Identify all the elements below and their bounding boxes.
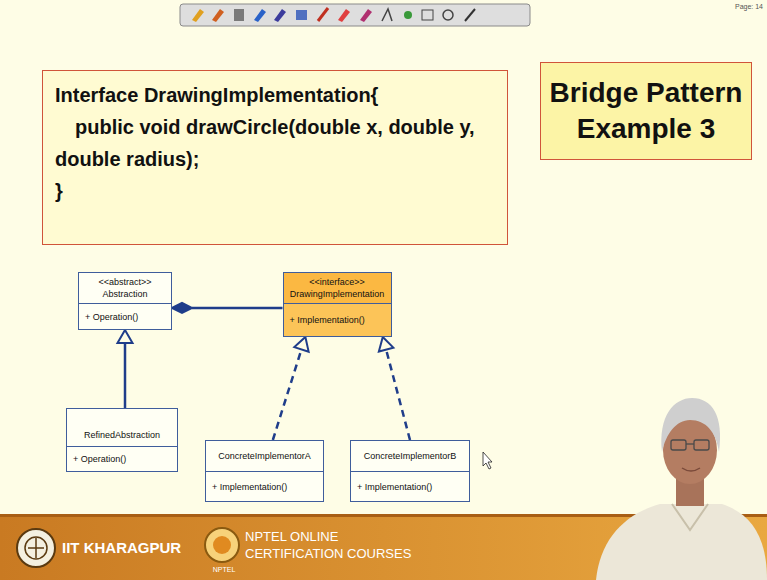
uml-relation <box>172 303 283 313</box>
cursor <box>483 452 492 469</box>
uml-class-box: ConcreteImplementorA + Implementation() <box>205 440 324 502</box>
inheritance-triangle <box>379 337 394 351</box>
tool-icon <box>360 9 372 22</box>
code-line: } <box>55 175 495 207</box>
uml-class-box: <<abstract>>Abstraction + Operation() <box>78 272 172 330</box>
class-operation: + Operation() <box>85 311 138 323</box>
tool-icon <box>338 9 350 22</box>
speaker-figure <box>596 398 767 580</box>
course-banner: NPTEL ONLINE CERTIFICATION COURSES <box>245 528 435 562</box>
code-box: Interface DrawingImplementation{public v… <box>42 70 508 245</box>
nptel-logo <box>205 528 239 562</box>
class-compartment: + Operation() <box>79 303 171 329</box>
class-name: DrawingImplementation <box>290 288 385 300</box>
uml-relation <box>273 337 309 440</box>
class-name: ConcreteImplementorB <box>364 450 457 462</box>
slide-title: Bridge Pattern Example 3 <box>545 75 747 147</box>
class-operation: + Implementation() <box>357 481 432 493</box>
class-name: ConcreteImplementorA <box>218 450 311 462</box>
tool-icon <box>296 10 307 20</box>
class-name: Abstraction <box>102 288 147 300</box>
tool-icon <box>382 9 392 21</box>
class-stereotype: <<interface>> <box>309 276 365 288</box>
class-operation: + Operation() <box>73 453 126 465</box>
class-operation: + Implementation() <box>212 481 287 493</box>
inheritance-triangle <box>118 330 133 343</box>
code-line: public void drawCircle(double x, double … <box>55 111 495 175</box>
tool-icon <box>465 9 475 21</box>
class-compartment: ConcreteImplementorA <box>206 441 323 471</box>
tool-icon <box>254 9 266 22</box>
page-number: Page: 14 <box>715 3 763 11</box>
relation-line <box>192 307 283 310</box>
uml-class-box: RefinedAbstraction + Operation() <box>66 408 178 472</box>
speaker-shirt <box>596 504 767 580</box>
composition-diamond <box>172 303 192 313</box>
relation-line <box>124 343 127 408</box>
title-box: Bridge Pattern Example 3 <box>540 62 752 160</box>
class-stereotype: <<abstract>> <box>98 276 151 288</box>
tool-icon <box>404 11 412 19</box>
institute-name: IIT KHARAGPUR <box>62 539 202 557</box>
tool-icon <box>422 10 433 20</box>
class-compartment: + Implementation() <box>206 471 323 501</box>
iit-logo <box>25 537 47 559</box>
class-compartment: ConcreteImplementorB <box>351 441 469 471</box>
class-compartment: + Operation() <box>67 446 177 471</box>
speaker-glasses <box>686 443 694 444</box>
iit-logo <box>28 538 44 558</box>
class-operation: + Implementation() <box>290 314 365 326</box>
tool-icon <box>318 8 328 21</box>
realization-line <box>273 349 302 440</box>
speaker-collar <box>672 504 708 530</box>
realization-line <box>386 350 410 440</box>
toolbar <box>180 4 530 26</box>
tool-icon <box>443 10 453 20</box>
logo-caption: NPTEL <box>204 566 244 574</box>
iit-logo <box>17 529 55 567</box>
uml-class-box: <<interface>>DrawingImplementation + Impl… <box>283 272 392 337</box>
class-compartment: <<abstract>>Abstraction <box>79 273 171 303</box>
inheritance-triangle <box>294 337 308 352</box>
class-compartment: <<interface>>DrawingImplementation <box>284 273 391 303</box>
class-compartment: RefinedAbstraction <box>67 409 177 446</box>
class-compartment: + Implementation() <box>351 471 469 501</box>
speaker-glasses <box>694 440 709 450</box>
speaker-glasses <box>671 440 686 450</box>
tool-icon <box>212 9 224 22</box>
class-name: RefinedAbstraction <box>84 429 160 441</box>
uml-class-box: ConcreteImplementorB + Implementation() <box>350 440 470 502</box>
code-line: Interface DrawingImplementation{ <box>55 79 495 111</box>
mouse-cursor <box>483 452 492 469</box>
tool-icon <box>192 9 204 22</box>
tool-icon <box>274 9 286 22</box>
speaker-hair <box>661 398 720 452</box>
uml-relation <box>379 337 410 440</box>
nptel-logo <box>213 536 231 554</box>
speaker-mouth <box>682 468 700 471</box>
uml-relation <box>118 330 133 408</box>
class-compartment: + Implementation() <box>284 303 391 336</box>
tool-icon <box>234 9 244 21</box>
toolbar-bar <box>180 4 530 26</box>
